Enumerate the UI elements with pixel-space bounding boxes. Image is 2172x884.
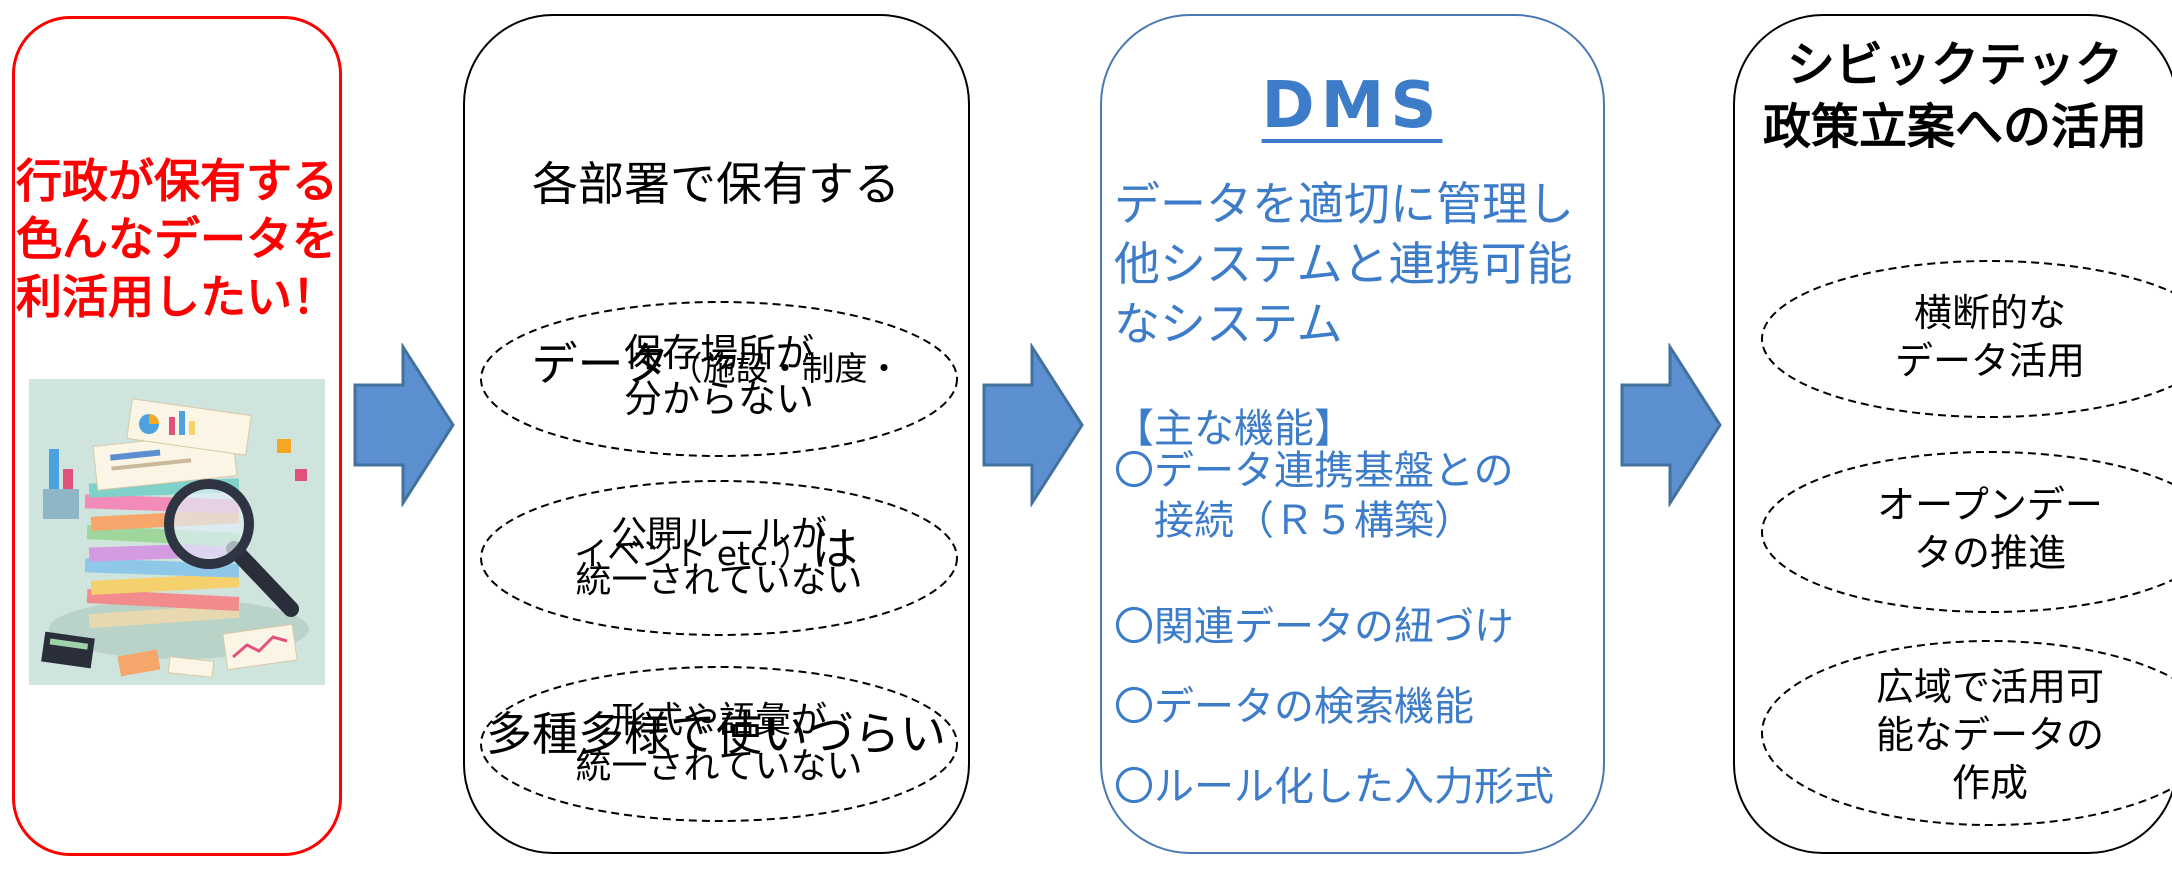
outcome-text-line: 広域で活用可	[1876, 665, 2104, 709]
outcome-line: 横断的な	[1914, 291, 2066, 335]
issue-text-line: 分からない	[624, 377, 814, 421]
issue-text-line: 統一されていない	[576, 746, 863, 787]
outcome-line: 能なデータの	[1876, 713, 2104, 757]
outcome-line: 広域で活用可	[1876, 665, 2104, 709]
need-panel: 行政が保有する 色んなデータを 利活用したい！	[12, 16, 342, 856]
dms-feature: 〇データの検索機能	[1114, 684, 1474, 730]
right-arrow-icon	[1620, 343, 1722, 507]
outcome-bubble: 横断的な データ活用	[1761, 260, 2172, 418]
issue-text-line: 統一されていない	[576, 560, 863, 601]
problem-title-note: （施設・制度・	[669, 349, 901, 388]
outcome-title: シビックテック 政策立案への活用	[1762, 37, 2147, 155]
problem-title-note: イベント etc.）	[574, 534, 812, 573]
dms-features-heading: 【主な機能】	[1114, 406, 1354, 452]
problem-title-line: 多種多様で使いづらい	[486, 707, 946, 761]
outcome-panel: シビックテック 政策立案への活用 横断的な データ活用 オープンデー タの推進 …	[1733, 14, 2172, 854]
outcome-text-line: 作成	[1952, 761, 2028, 805]
outcome-bubble: オープンデー タの推進	[1761, 451, 2172, 613]
problem-title-line: イベント etc.）は	[465, 519, 967, 584]
outcome-text-line: 横断的な	[1914, 291, 2066, 335]
issue-line: 公開ルールが	[611, 514, 827, 555]
problem-title-line: データ	[531, 337, 670, 391]
issue-line: 統一されていない	[576, 560, 863, 601]
problem-title-line: は	[811, 522, 858, 576]
problem-panel: 各部署で保有する データ（施設・制度・ イベント etc.）は 多種多様で使いづ…	[463, 14, 970, 854]
outcome-text-line: オープンデー	[1877, 483, 2103, 527]
dms-title: DMS	[1261, 69, 1443, 143]
outcome-line: データ活用	[1895, 339, 2085, 383]
issue-bubble: 形式や語彙が 統一されていない	[480, 666, 958, 822]
outcome-line: オープンデー	[1877, 483, 2103, 527]
issue-line: 形式や語彙が	[611, 700, 827, 741]
issue-text-line: 公開ルールが	[611, 514, 827, 555]
issue-bubble: 保存場所が 分からない	[480, 301, 958, 457]
calculator-icon	[41, 631, 95, 669]
outcome-text-line: 能なデータの	[1876, 713, 2104, 757]
outcome-text-line: タの推進	[1914, 531, 2066, 575]
outcome-line: 作成	[1952, 761, 2028, 805]
chart-icon	[222, 623, 298, 671]
problem-title: 各部署で保有する データ（施設・制度・ イベント etc.）は 多種多様で使いづ…	[465, 34, 967, 884]
issue-line: 保存場所が	[624, 331, 814, 375]
outcome-line: タの推進	[1914, 531, 2066, 575]
dms-feature: 〇データ連携基盤との 接続（Ｒ５構築）	[1114, 448, 1514, 544]
problem-title-line: データ（施設・制度・	[465, 334, 967, 399]
issue-line: 統一されていない	[576, 746, 863, 787]
outcome-bubble: 広域で活用可 能なデータの 作成	[1761, 640, 2172, 826]
issue-bubble: 公開ルールが 統一されていない	[480, 480, 958, 636]
magnifying-glass-icon	[164, 479, 299, 617]
dms-description: データを適切に管理し 他システムと連携可能 なシステム	[1114, 177, 1574, 351]
dms-panel: DMS データを適切に管理し 他システムと連携可能 なシステム 【主な機能】 〇…	[1100, 14, 1605, 854]
need-title: 行政が保有する 色んなデータを 利活用したい！	[16, 154, 338, 324]
dms-feature: 〇関連データの紐づけ	[1114, 604, 1514, 650]
dms-feature: 〇ルール化した入力形式	[1114, 764, 1554, 810]
issue-text-line: 保存場所が	[624, 331, 814, 375]
outcome-text-line: データ活用	[1895, 339, 2085, 383]
issue-line: 分からない	[624, 377, 814, 421]
data-analysis-illustration	[29, 379, 325, 685]
right-arrow-icon	[982, 343, 1084, 507]
right-arrow-icon	[353, 343, 455, 507]
issue-text-line: 形式や語彙が	[611, 700, 827, 741]
problem-title-line: 各部署で保有する	[532, 157, 900, 211]
